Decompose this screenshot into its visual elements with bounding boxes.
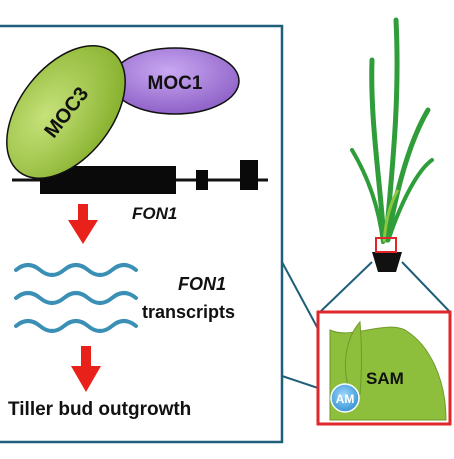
transcript-waves <box>14 263 138 333</box>
plant-base <box>372 252 402 272</box>
rice-plant <box>350 17 434 272</box>
zoom-box-small <box>375 237 397 253</box>
transcript-wave <box>14 291 138 305</box>
transcripts-label-2: transcripts <box>142 302 235 322</box>
transcript-wave <box>14 319 138 333</box>
sam-label: SAM <box>366 369 404 388</box>
moc3-protein: MOC3 <box>6 45 126 179</box>
leaf-primordium <box>344 320 362 395</box>
arrow-down-icon <box>68 204 98 244</box>
zoom-line-right <box>401 261 451 313</box>
moc1-protein: MOC1 <box>110 47 240 115</box>
am-circle <box>330 383 360 413</box>
fon1-gene-label: FON1 <box>132 204 177 223</box>
arrow-down-icon <box>71 346 101 392</box>
am-label: AM <box>336 392 355 406</box>
zoom-line-left <box>319 261 373 313</box>
transcript-wave <box>14 263 138 277</box>
tiller-bud-outgrowth-label: Tiller bud outgrowth <box>8 399 191 420</box>
sam-inset: SAM AM <box>316 310 452 426</box>
exon-2 <box>196 170 208 190</box>
transcripts-label-1: FON1 <box>178 274 226 294</box>
main-frame <box>0 24 284 444</box>
exon-3 <box>240 160 258 190</box>
moc1-label: MOC1 <box>148 73 203 94</box>
